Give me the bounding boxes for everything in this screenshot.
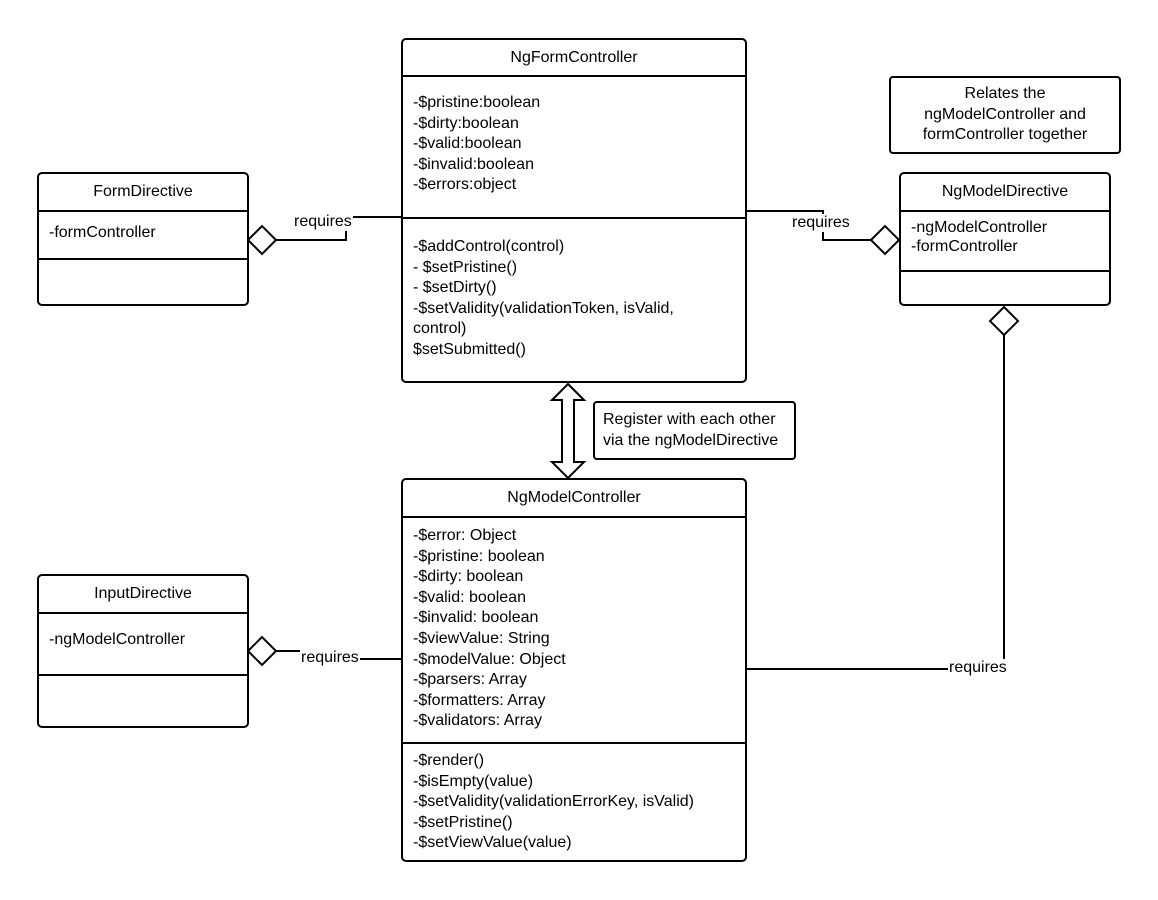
note-relates[interactable]: Relates the ngModelController and formCo… <box>889 76 1121 154</box>
method: - $setPristine() <box>413 258 518 276</box>
attribute: -$invalid: boolean <box>413 609 539 627</box>
attribute: -$dirty: boolean <box>413 568 524 586</box>
method: control) <box>413 320 467 338</box>
methods-compartment <box>39 260 247 304</box>
aggregation-diamond-ngmodel-directive-left <box>869 224 901 256</box>
requires-label-ngmodel-controller: requires <box>948 659 1008 677</box>
attributes-compartment: -ngModelController <box>39 614 247 676</box>
aggregation-diamond-form-directive <box>246 224 278 256</box>
methods-compartment <box>901 272 1109 304</box>
attribute: -$error: Object <box>413 527 517 544</box>
attribute: -formController <box>911 238 1018 255</box>
attribute: -$valid:boolean <box>413 135 522 153</box>
attribute: -$parsers: Array <box>413 671 527 689</box>
attribute: -ngModelController <box>49 631 186 648</box>
class-name: NgModelController <box>403 480 745 518</box>
aggregation-diamond-ngmodel-directive-bottom <box>988 305 1020 337</box>
class-name: FormDirective <box>39 174 247 212</box>
method: -$render() <box>413 752 485 769</box>
attributes-compartment: -ngModelController -formController <box>901 212 1109 272</box>
method: -$setPristine() <box>413 813 513 831</box>
method: -$setValidity(validationErrorKey, isVali… <box>413 793 694 811</box>
attribute: -$invalid:boolean <box>413 155 534 173</box>
attribute: -formController <box>49 224 156 241</box>
note-line: ngModelController and <box>924 105 1086 123</box>
method: $setSubmitted() <box>413 340 526 358</box>
method: -$setViewValue(value) <box>413 834 572 852</box>
attributes-compartment: -$error: Object -$pristine: boolean -$di… <box>403 518 745 744</box>
attribute: -$valid: boolean <box>413 588 526 606</box>
note-line: Register with each other <box>603 411 776 428</box>
attribute: -$pristine: boolean <box>413 547 545 565</box>
class-ngformcontroller[interactable]: NgFormController -$pristine:boolean -$di… <box>401 38 747 383</box>
method: -$isEmpty(value) <box>413 772 534 790</box>
methods-compartment: -$addControl(control) - $setPristine() -… <box>403 219 745 381</box>
note-register[interactable]: Register with each other via the ngModel… <box>593 401 796 460</box>
class-name: NgModelDirective <box>901 174 1109 212</box>
methods-compartment: -$render() -$isEmpty(value) -$setValidit… <box>403 744 745 860</box>
class-ngmodeldirective[interactable]: NgModelDirective -ngModelController -for… <box>899 172 1111 306</box>
connector-ngmodel-controller <box>746 335 1005 670</box>
methods-compartment <box>39 676 247 726</box>
method: -$setValidity(validationToken, isValid, <box>413 299 674 317</box>
attribute: -$validators: Array <box>413 712 542 730</box>
class-name: InputDirective <box>39 576 247 614</box>
attribute: -$formatters: Array <box>413 691 546 709</box>
class-formdirective[interactable]: FormDirective -formController <box>37 172 249 306</box>
attributes-compartment: -$pristine:boolean -$dirty:boolean -$val… <box>403 77 745 219</box>
aggregation-diamond-input-directive <box>246 635 278 667</box>
class-ngmodelcontroller[interactable]: NgModelController -$error: Object -$pris… <box>401 478 747 862</box>
note-line: via the ngModelDirective <box>603 431 779 449</box>
method: -$addControl(control) <box>413 238 565 255</box>
method: - $setDirty() <box>413 279 497 297</box>
attribute: -$pristine:boolean <box>413 94 541 111</box>
bidirectional-arrow <box>549 382 587 480</box>
requires-label-input-directive: requires <box>300 649 360 667</box>
attribute: -ngModelController <box>911 219 1048 236</box>
class-name: NgFormController <box>403 40 745 77</box>
requires-label-ngmodel-directive: requires <box>791 214 851 232</box>
attribute: -$errors:object <box>413 176 517 194</box>
attribute: -$dirty:boolean <box>413 114 519 132</box>
class-inputdirective[interactable]: InputDirective -ngModelController <box>37 574 249 728</box>
note-line: formController together <box>922 126 1088 144</box>
attribute: -$viewValue: String <box>413 629 550 647</box>
note-line: Relates the <box>964 85 1046 103</box>
requires-label-form-directive: requires <box>293 213 353 231</box>
attribute: -$modelValue: Object <box>413 650 566 668</box>
attributes-compartment: -formController <box>39 212 247 260</box>
